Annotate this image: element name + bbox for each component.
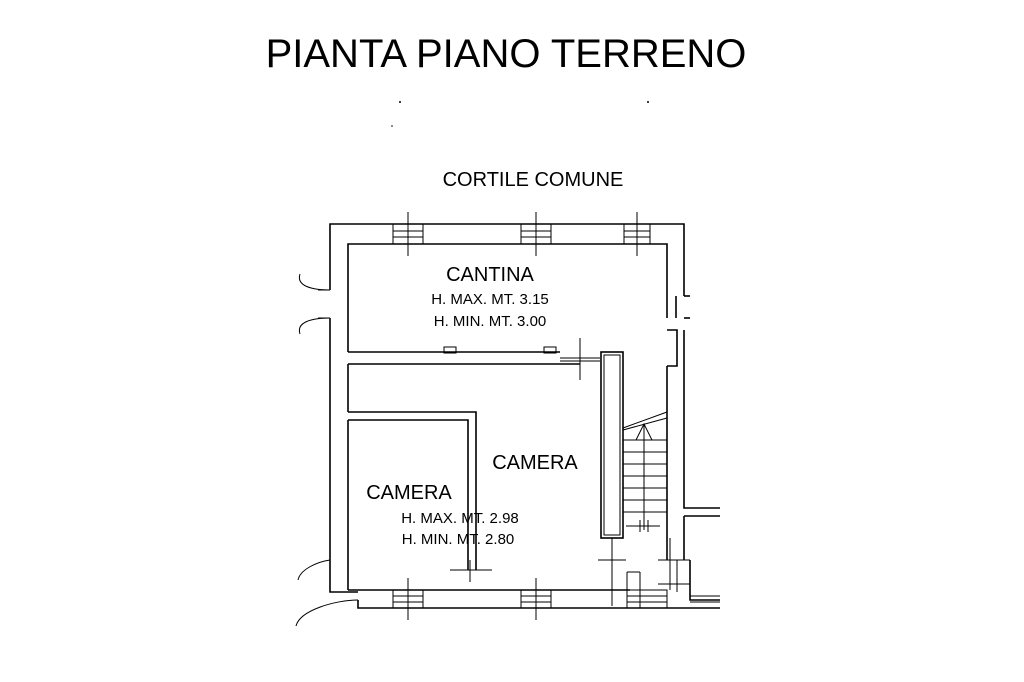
camera-left-h-min: H. MIN. MT. 2.80 [402, 531, 515, 548]
room-camera-left: CAMERA H. MAX. MT. 2.98 H. MIN. MT. 2.80 [366, 482, 519, 548]
bottom-windows [392, 578, 720, 620]
camera-center-name: CAMERA [492, 452, 578, 474]
camera-left-h-max: H. MAX. MT. 2.98 [401, 510, 519, 527]
top-windows [392, 212, 651, 256]
left-door-arcs [295, 273, 359, 627]
plan-title: PIANTA PIANO TERRENO [266, 32, 747, 76]
camera-left-name: CAMERA [366, 482, 452, 504]
cantina-h-min: H. MIN. MT. 3.00 [434, 313, 547, 330]
courtyard-label: CORTILE COMUNE [443, 169, 624, 191]
cantina-h-max: H. MAX. MT. 3.15 [431, 291, 549, 308]
stray-marks [391, 101, 649, 127]
staircase [622, 411, 668, 532]
outer-walls [329, 223, 720, 609]
cantina-name: CANTINA [446, 264, 534, 286]
room-cantina: CANTINA H. MAX. MT. 3.15 H. MIN. MT. 3.0… [431, 264, 549, 330]
room-camera-center: CAMERA [492, 452, 578, 474]
interior-partitions [347, 338, 690, 608]
